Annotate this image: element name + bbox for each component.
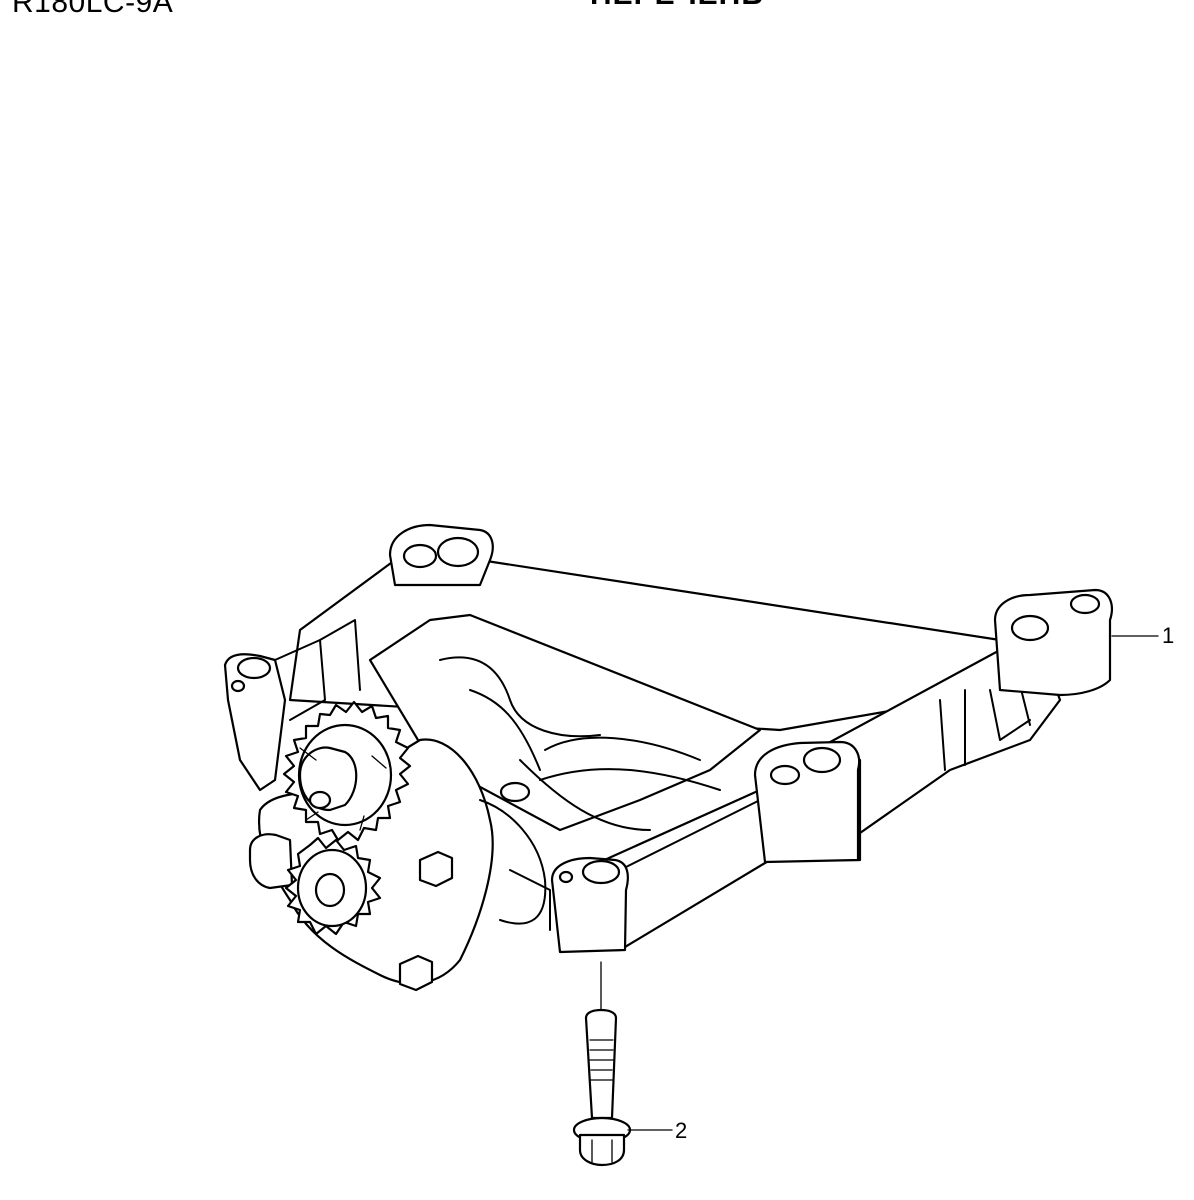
oil-pump-assembly[interactable]: [223, 523, 1113, 992]
driven-gear: [284, 836, 382, 936]
callout-label-1[interactable]: 1: [1162, 623, 1175, 648]
flange-bolt[interactable]: [572, 961, 632, 1167]
model-label: R180LC-9A: [12, 0, 174, 19]
drive-gear: [282, 700, 412, 842]
callout-label-2[interactable]: 2: [675, 1118, 688, 1143]
page-title: ПЕРЕЧЕНЬ: [590, 0, 764, 12]
